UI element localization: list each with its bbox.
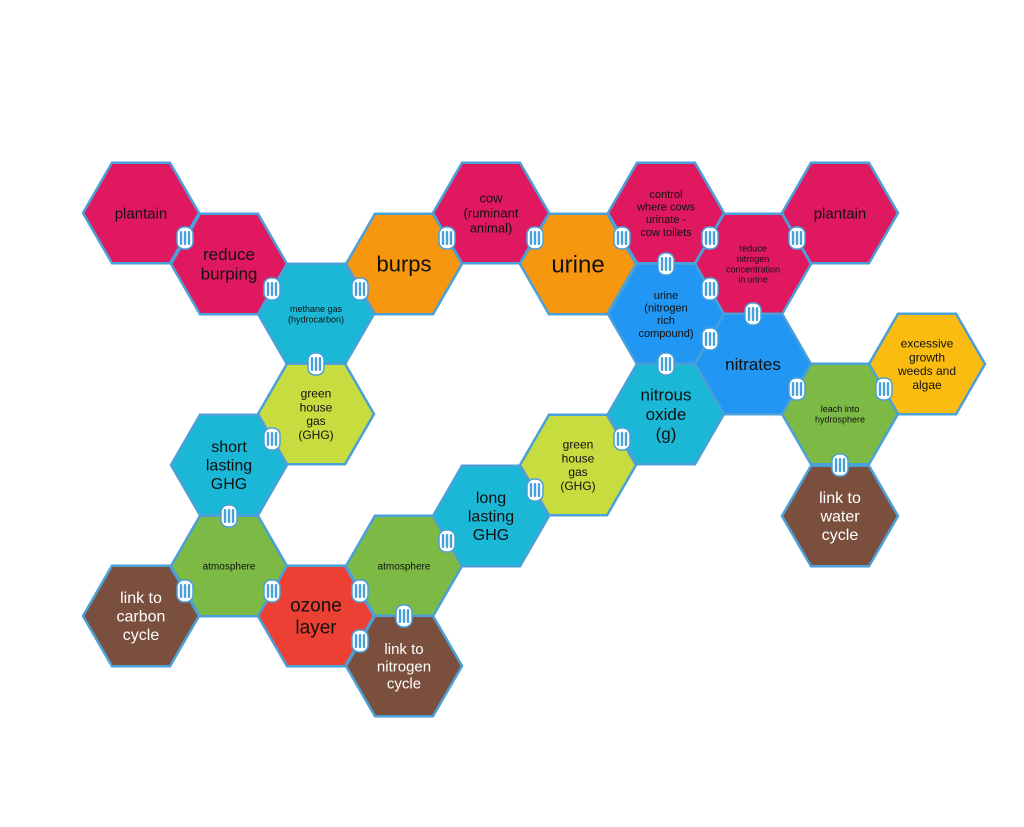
connector-clip-icon: [263, 277, 281, 301]
connector-clip-icon: [176, 226, 194, 250]
hex-plantain-right: plantain: [780, 161, 900, 265]
hex-shape: [81, 161, 201, 265]
connector-clip-icon: [526, 226, 544, 250]
connector-clip-icon: [875, 377, 893, 401]
hex-shape: [81, 564, 201, 668]
hex-label: atmosphere: [378, 562, 431, 573]
connector-clip-icon: [657, 252, 675, 276]
connector-clip-icon: [744, 302, 762, 326]
connector-clip-icon: [613, 427, 631, 451]
hex-label: nitrates: [725, 355, 781, 374]
hex-label: atmosphere: [203, 562, 256, 573]
connector-clip-icon: [176, 579, 194, 603]
connector-clip-icon: [657, 352, 675, 376]
connector-clip-icon: [220, 504, 238, 528]
hex-label: plantain: [814, 205, 867, 222]
hex-label: methane gas(hydrocarbon): [288, 304, 344, 324]
connector-clip-icon: [395, 604, 413, 628]
hex-label: burps: [376, 252, 431, 277]
connector-clip-icon: [263, 579, 281, 603]
connector-clip-icon: [307, 352, 325, 376]
connector-clip-icon: [701, 327, 719, 351]
connector-clip-icon: [351, 277, 369, 301]
connector-clip-icon: [701, 277, 719, 301]
connector-clip-icon: [438, 226, 456, 250]
connector-clip-icon: [788, 377, 806, 401]
hex-shape: [606, 362, 726, 466]
connector-clip-icon: [263, 427, 281, 451]
hex-shape: [780, 464, 900, 568]
hex-shape: [344, 614, 464, 718]
hex-label: urine: [551, 251, 604, 278]
connector-clip-icon: [351, 629, 369, 653]
connector-clip-icon: [788, 226, 806, 250]
connector-clip-icon: [438, 529, 456, 553]
hex-shape: [780, 362, 900, 466]
connector-clip-icon: [701, 226, 719, 250]
connector-clip-icon: [831, 453, 849, 477]
connector-clip-icon: [526, 478, 544, 502]
hex-shape: [780, 161, 900, 265]
connector-clip-icon: [613, 226, 631, 250]
hex-label: plantain: [115, 205, 168, 222]
connector-clip-icon: [351, 579, 369, 603]
hex-plantain-left: plantain: [81, 161, 201, 265]
